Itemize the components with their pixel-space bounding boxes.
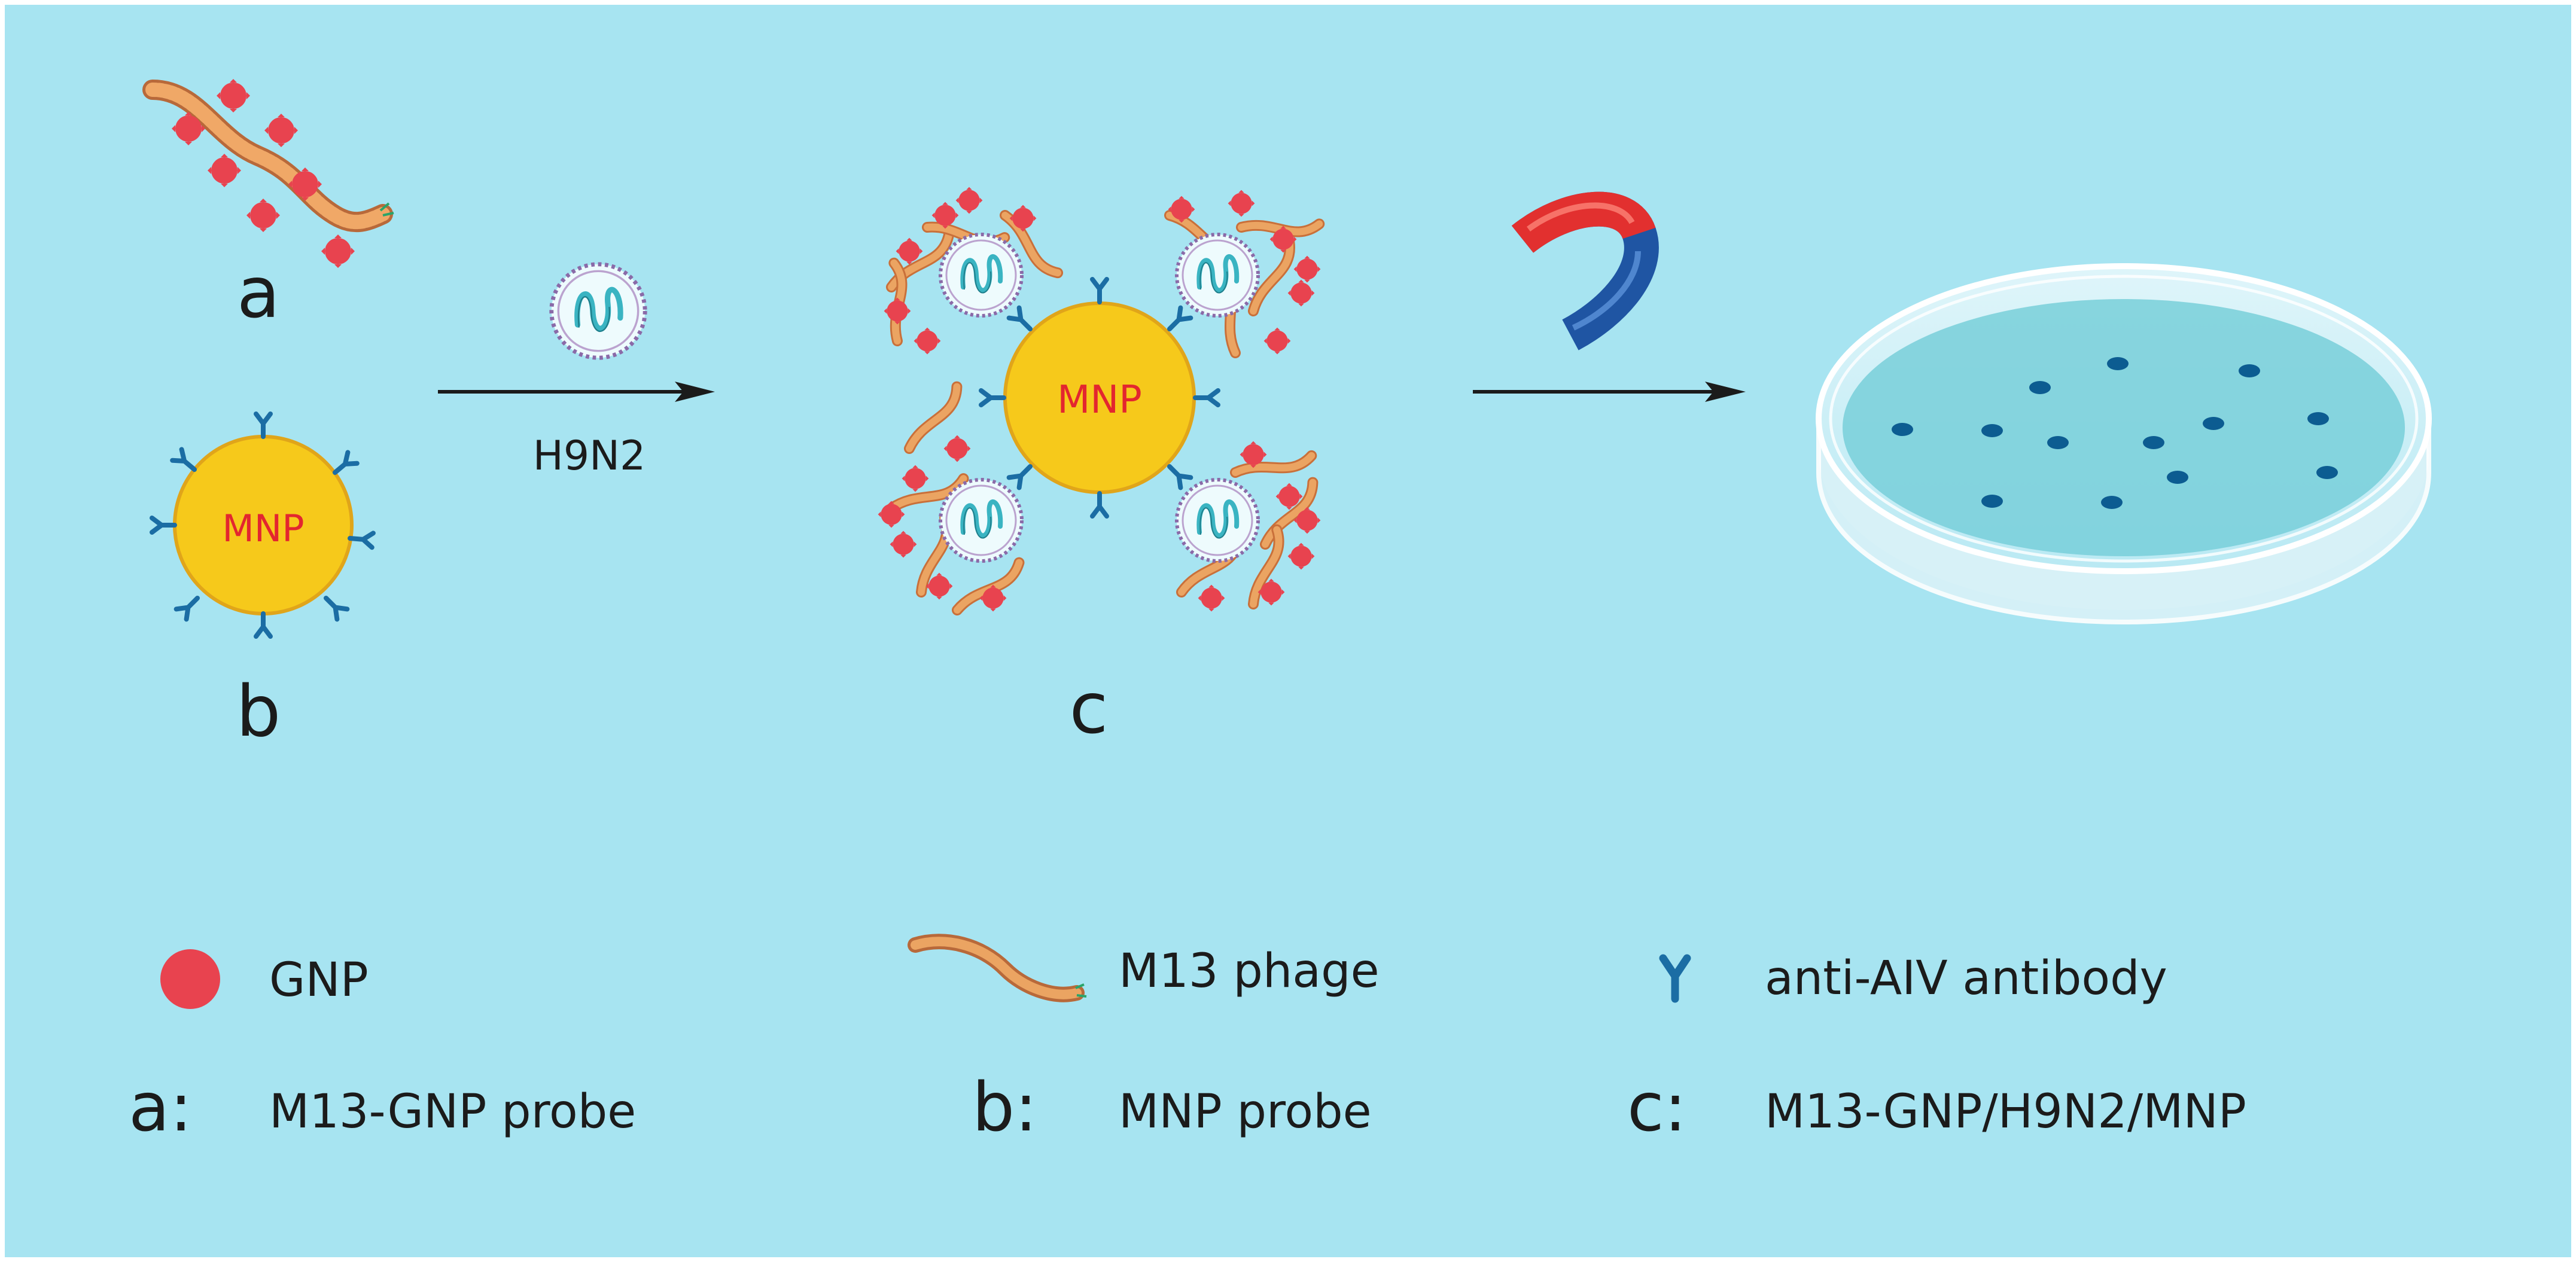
arrow-label: H9N2	[533, 432, 646, 480]
label-a: a	[237, 251, 280, 334]
legend: GNP M13 phage anti-AIV antibody a: M13-G…	[129, 934, 2246, 1147]
label-c: c	[1070, 667, 1109, 749]
legend-m13-icon	[908, 934, 1087, 1002]
mnp-probe	[152, 414, 373, 636]
reaction-arrow-2	[1473, 382, 1746, 402]
legend-m13-text: M13 phage	[1119, 944, 1380, 998]
m13-gnp-h9n2-mnp-complex	[861, 187, 1327, 612]
legend-gnp-text: GNP	[269, 953, 369, 1007]
legend-a-key: a:	[129, 1069, 192, 1147]
petri-dish	[1816, 263, 2432, 625]
m13-gnp-probe	[142, 79, 394, 268]
legend-a-text: M13-GNP probe	[269, 1085, 636, 1139]
magnet-icon	[1511, 191, 1659, 350]
legend-antibody-text: anti-AIV antibody	[1765, 952, 2167, 1005]
legend-c-text: M13-GNP/H9N2/MNP	[1765, 1085, 2246, 1139]
legend-c-key: c:	[1627, 1069, 1686, 1147]
legend-b-key: b:	[972, 1069, 1037, 1147]
background	[5, 5, 2571, 1257]
legend-gnp-icon	[160, 949, 220, 1009]
h9n2-virus	[552, 264, 645, 358]
mnp-probe-text: MNP	[222, 507, 304, 550]
reaction-arrow-1	[438, 382, 715, 402]
label-b: b	[236, 670, 281, 752]
complex-mnp-text: MNP	[1057, 378, 1142, 422]
legend-antibody-icon	[1659, 954, 1691, 1003]
legend-b-text: MNP probe	[1119, 1085, 1372, 1139]
